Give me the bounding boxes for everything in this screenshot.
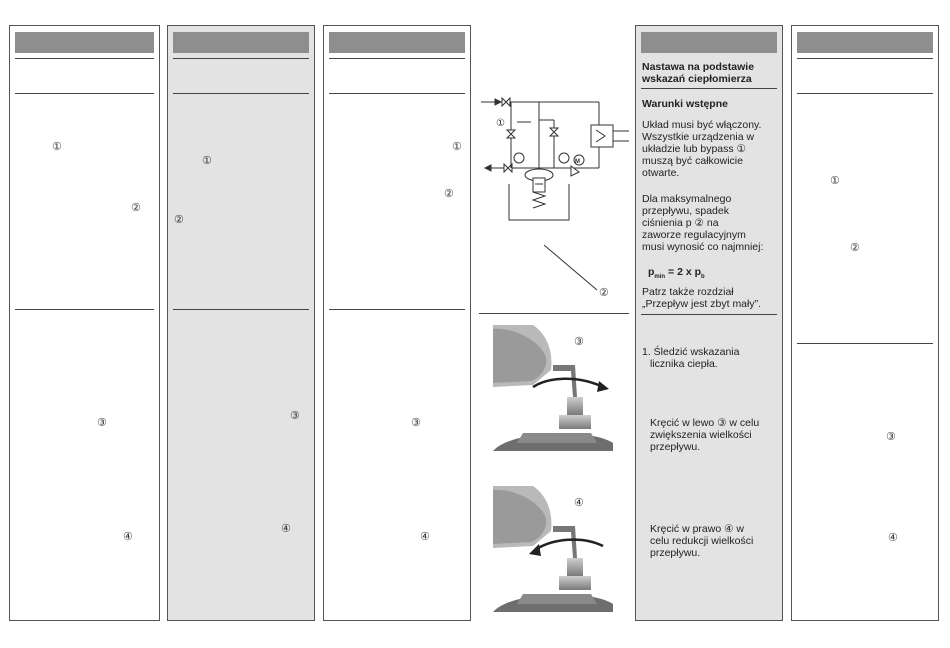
divider [329,58,465,59]
marker-4: ④ [574,497,584,509]
divider [329,309,465,310]
paragraph-3: Patrz także rozdział „Przepływ jest zbyt… [642,286,762,310]
column-main-text: Nastawa na podstawie wskazań ciepłomierz… [635,25,783,621]
marker-2: ② [174,214,184,226]
header-bar [329,32,465,53]
column-3: ① ② ③ ④ [323,25,471,621]
system-schematic: ① M ② [481,96,629,299]
divider [797,58,933,59]
marker-3: ③ [886,431,896,443]
marker-1: ① [452,141,462,153]
header-bar [173,32,309,53]
photo-turn-left [493,325,613,451]
illustration-area: ① M ② ③ [479,80,629,620]
column-6: ① ② ③ ④ [791,25,939,621]
divider [15,309,154,310]
photo-turn-right [493,486,613,612]
marker-3: ③ [97,417,107,429]
marker-2: ② [444,188,454,200]
divider [797,343,933,344]
divider [641,314,777,315]
divider [329,93,465,94]
divider [15,58,154,59]
subheading: Warunki wstępne [642,98,728,110]
column-2: ① ② ③ ④ [167,25,315,621]
step-turn-right: Kręcić w prawo ④ w celu redukcji wielkoś… [650,523,754,559]
header-bar [641,32,777,53]
marker-3: ③ [574,336,584,348]
paragraph-1: Układ musi być włączony. Wszystkie urząd… [642,119,762,179]
formula: pmin = 2 x pb [648,266,705,281]
marker-2: ② [599,287,609,299]
header-bar [15,32,154,53]
marker-1: ① [496,118,505,129]
step-turn-left: Kręcić w lewo ③ w celu zwiększenia wielk… [650,417,760,453]
marker-3: ③ [411,417,421,429]
marker-4: ④ [123,531,133,543]
divider [173,93,309,94]
step-1: 1. Śledzić wskazania licznika ciepła. [642,346,740,370]
paragraph-2: Dla maksymalnego przepływu, spadek ciśni… [642,193,764,253]
marker-2: ② [850,242,860,254]
marker-1: ① [830,175,840,187]
divider [797,93,933,94]
marker-4: ④ [281,523,291,535]
section-title: Nastawa na podstawie wskazań ciepłomierz… [642,61,755,85]
divider [15,93,154,94]
header-bar [797,32,933,53]
divider [173,309,309,310]
divider [479,313,629,314]
divider [641,88,777,89]
divider [173,58,309,59]
marker-2: ② [131,202,141,214]
column-1: ① ② ③ ④ [9,25,160,621]
marker-3: ③ [290,410,300,422]
marker-1: ① [52,141,62,153]
marker-4: ④ [420,531,430,543]
marker-1: ① [202,155,212,167]
motor-label: M [575,159,580,165]
marker-4: ④ [888,532,898,544]
